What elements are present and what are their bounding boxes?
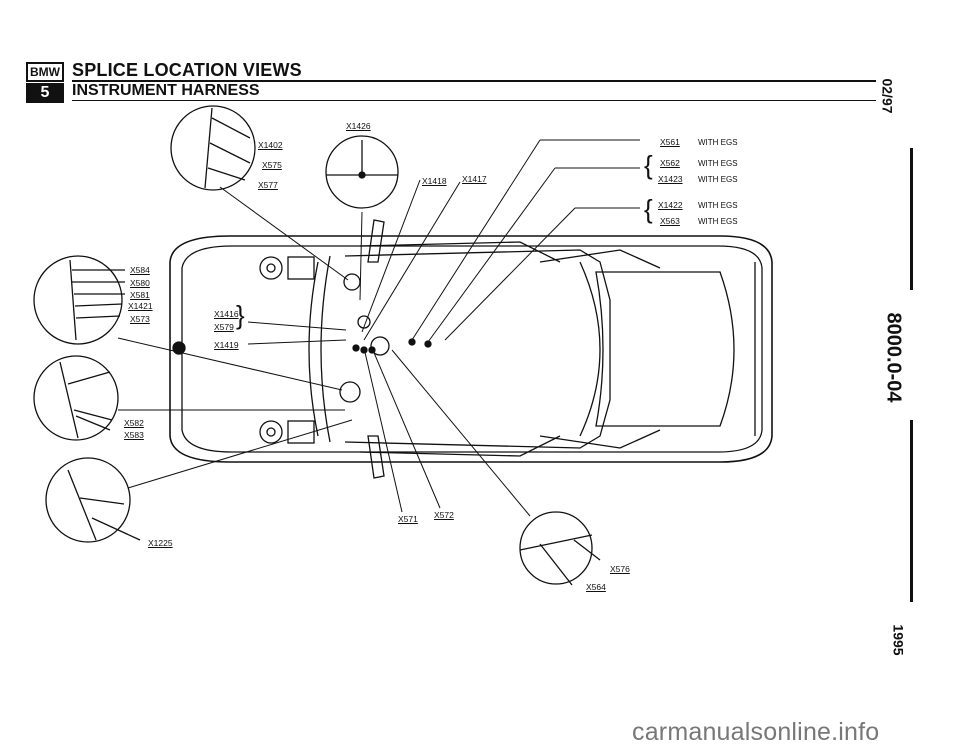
label-x577: X577 (258, 180, 278, 190)
label-x575: X575 (262, 160, 282, 170)
egs-note: WITH EGS (698, 159, 738, 168)
label-x583: X583 (124, 430, 144, 440)
interior-icons (172, 256, 315, 444)
egs-note: WITH EGS (698, 138, 738, 147)
label-x573: X573 (130, 314, 150, 324)
label-x1402: X1402 (258, 140, 283, 150)
label-x572: X572 (434, 510, 454, 520)
splice-cluster (339, 273, 432, 403)
label-x576: X576 (610, 564, 630, 574)
label-x584: X584 (130, 265, 150, 275)
egs-note: WITH EGS (698, 175, 738, 184)
label-x1225: X1225 (148, 538, 173, 548)
label-x1426: X1426 (346, 121, 371, 131)
label-x1416: X1416 (214, 309, 239, 319)
car-outline (169, 219, 773, 479)
label-x1418: X1418 (422, 176, 447, 186)
label-x564: X564 (586, 582, 606, 592)
watermark: carmanualsonline.info (632, 718, 880, 746)
label-x579: X579 (214, 322, 234, 332)
logo-top: BMW (26, 62, 64, 82)
label-x581: X581 (130, 290, 150, 300)
margin-rule (910, 420, 913, 602)
label-x571: X571 (398, 514, 418, 524)
label-x1419: X1419 (214, 340, 239, 350)
egs-id: X561 (660, 137, 680, 147)
detail-circles (33, 105, 601, 586)
page-subtitle: INSTRUMENT HARNESS (72, 82, 260, 99)
header-rule-lower (72, 100, 876, 101)
brace: { (644, 150, 653, 180)
egs-note: WITH EGS (698, 201, 738, 210)
label-x582: X582 (124, 418, 144, 428)
label-x1417: X1417 (462, 174, 487, 184)
leader-lines (117, 139, 640, 517)
egs-id: X1422 (658, 200, 683, 210)
egs-id: X562 (660, 158, 680, 168)
brace: } (236, 300, 245, 330)
label-x1421: X1421 (128, 301, 153, 311)
brace: { (644, 194, 653, 224)
label-x580: X580 (130, 278, 150, 288)
bmw-logo: BMW 5 (26, 62, 64, 103)
logo-bottom: 5 (26, 83, 64, 103)
page-title: SPLICE LOCATION VIEWS (72, 60, 302, 80)
egs-id: X563 (660, 216, 680, 226)
egs-note: WITH EGS (698, 217, 738, 226)
margin-rule (910, 148, 913, 290)
egs-id: X1423 (658, 174, 683, 184)
header-rule (72, 80, 876, 82)
